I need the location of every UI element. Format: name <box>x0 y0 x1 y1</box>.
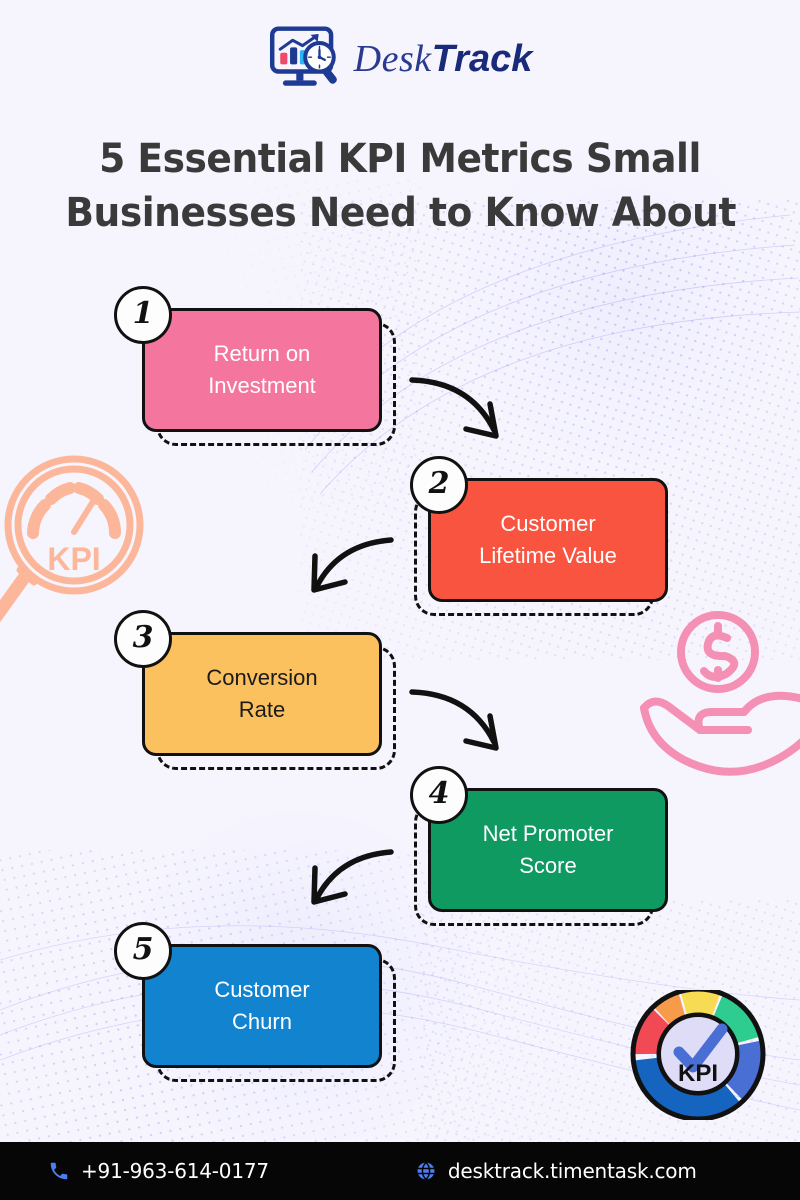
step-card-4-label-line2: Score <box>519 853 577 878</box>
step-card-1-label-line2: Investment <box>208 373 316 398</box>
arrow-step1-to-step2 <box>409 377 499 439</box>
kpi-badge-label: KPI <box>678 1060 718 1087</box>
step-card-1-label-line1: Return on <box>213 341 311 367</box>
arrow-step2-to-step3 <box>311 537 394 593</box>
step-card-5-box[interactable]: Customer Churn <box>142 944 382 1068</box>
kpi-magnifier-label: KPI <box>47 541 100 577</box>
step-badge-5: 5 <box>114 922 172 980</box>
step-card-4-label-line1: Net Promoter <box>482 821 614 847</box>
step-badge-1: 1 <box>114 286 172 344</box>
page-title: 5 Essential KPI Metrics Small Businesses… <box>24 132 776 240</box>
step-card-2-label-line2: Lifetime Value <box>479 543 617 568</box>
footer-phone-text: +91-963-614-0177 <box>81 1159 269 1183</box>
step-badge-1-number: 1 <box>132 296 154 331</box>
page-title-line-2: Businesses Need to Know About <box>65 190 736 236</box>
phone-icon <box>50 1162 68 1180</box>
monitor-chart-magnifier-clock-icon <box>269 26 337 86</box>
hand-holding-dollar-coin-icon <box>640 611 800 776</box>
footer-bar: +91-963-614-0177 desktrack.timentask.com <box>0 1142 800 1200</box>
step-card-2-label-line1: Customer <box>500 511 596 537</box>
step-badge-3-number: 3 <box>132 620 154 655</box>
kpi-gauge-check-badge-icon: KPI <box>630 990 766 1120</box>
step-card-3-box[interactable]: Conversion Rate <box>142 632 382 756</box>
footer-website-text: desktrack.timentask.com <box>447 1159 697 1183</box>
step-badge-5-number: 5 <box>132 932 154 967</box>
step-card-3-label-line2: Rate <box>238 697 286 722</box>
logo-text-track: Track <box>431 38 533 80</box>
step-badge-4: 4 <box>410 766 468 824</box>
step-card-5-label-line1: Customer <box>214 977 310 1003</box>
logo-text-desk: Desk <box>353 38 432 80</box>
step-card-3-label: Conversion Rate <box>206 662 317 726</box>
step-badge-3: 3 <box>114 610 172 668</box>
step-card-5-label: Customer Churn <box>214 974 309 1038</box>
step-card-1-label: Return on Investment <box>208 338 316 402</box>
step-card-2-label: Customer Lifetime Value <box>479 508 617 572</box>
footer-phone[interactable]: +91-963-614-0177 <box>48 1159 269 1183</box>
arrow-step3-to-step4 <box>409 689 499 751</box>
globe-icon <box>417 1161 435 1181</box>
step-badge-2-number: 2 <box>428 466 450 501</box>
step-card-1-box[interactable]: Return on Investment <box>142 308 382 432</box>
brand-logo: Desk Track <box>0 26 800 92</box>
step-badge-4-number: 4 <box>428 776 450 811</box>
footer-website[interactable]: desktrack.timentask.com <box>415 1159 697 1183</box>
page-title-line-1: 5 Essential KPI Metrics Small <box>99 136 701 182</box>
arrow-step4-to-step5 <box>311 849 394 905</box>
step-card-5-label-line2: Churn <box>232 1009 292 1034</box>
step-badge-2: 2 <box>410 456 468 514</box>
step-card-3-label-line1: Conversion <box>206 665 318 691</box>
step-card-4-label: Net Promoter Score <box>483 818 614 882</box>
